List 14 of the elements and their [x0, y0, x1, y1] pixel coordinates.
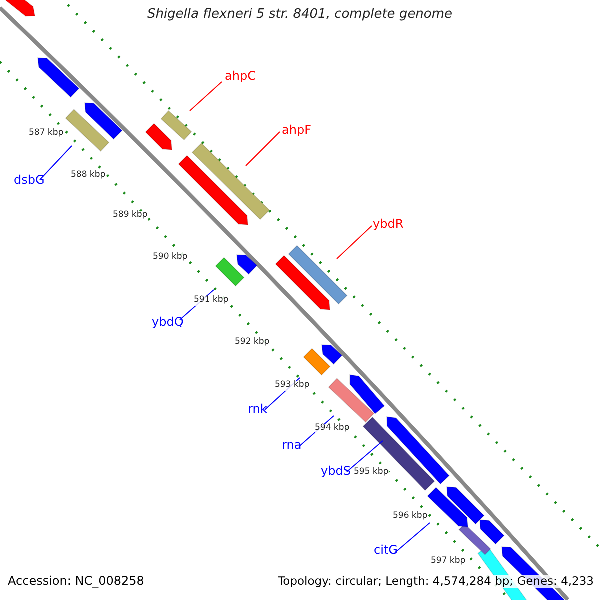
- scale-label: 590 kbp: [153, 253, 188, 263]
- scale-label: 587 kbp: [29, 129, 64, 139]
- accession-text: Accession: NC_008258: [8, 575, 144, 589]
- genome-stats-text: Topology: circular; Length: 4,574,284 bp; Genes: 4,233: [278, 575, 594, 588]
- scale-label: 593 kbp: [275, 381, 310, 391]
- scale-label: 596 kbp: [393, 512, 428, 522]
- scale-label: 592 kbp: [235, 338, 270, 348]
- scale-label: 591 kbp: [194, 296, 229, 306]
- scale-label: 594 kbp: [315, 424, 350, 434]
- scale-label: 597 kbp: [431, 557, 466, 567]
- scale-label: 595 kbp: [354, 468, 389, 478]
- scale-label: 589 kbp: [113, 211, 148, 221]
- map-title: Shigella flexneri 5 str. 8401, complete genome: [146, 8, 454, 23]
- scale-label: 588 kbp: [71, 171, 106, 181]
